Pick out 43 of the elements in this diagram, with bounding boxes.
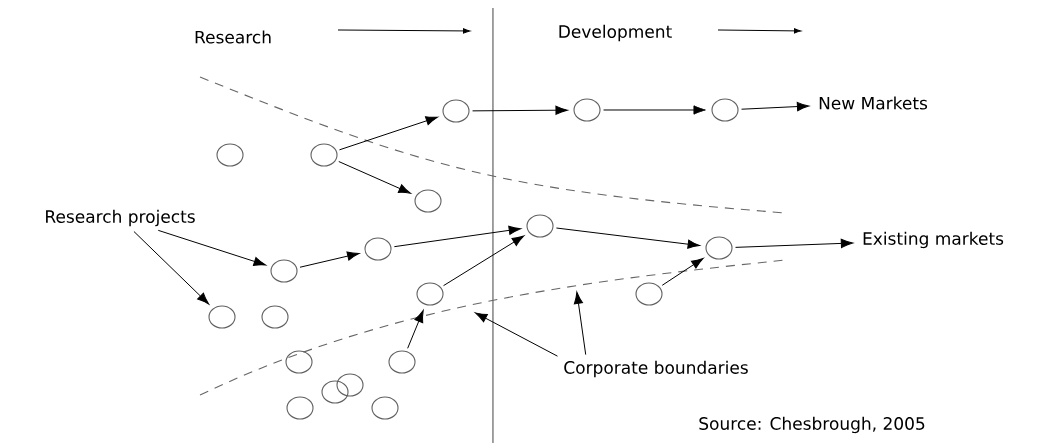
text-label: Corporate boundaries <box>564 360 748 378</box>
project-circle <box>442 99 470 123</box>
project-circle <box>321 380 349 404</box>
leader-line <box>474 312 558 357</box>
project-circle <box>336 373 364 397</box>
arrow <box>661 257 704 286</box>
stage-label: Development <box>559 24 672 42</box>
project-circle <box>416 282 444 306</box>
project-circle <box>216 143 244 167</box>
project-circle <box>261 305 289 329</box>
text-label: Existing markets <box>863 231 1004 249</box>
project-circle <box>711 98 739 122</box>
text-label: New Markets <box>819 96 928 110</box>
project-circle <box>310 143 338 167</box>
stage-label: Research <box>195 30 271 44</box>
project-circle <box>270 259 298 283</box>
arrow <box>338 116 439 151</box>
arrow <box>407 310 424 349</box>
project-circle <box>286 396 314 420</box>
project-circle <box>573 98 601 122</box>
arrow <box>741 101 810 112</box>
project-circle <box>526 214 554 238</box>
arrow <box>555 227 700 249</box>
source-note: Source: Chesbrough, 2005 <box>699 416 925 434</box>
text-label: Research projects <box>46 209 195 227</box>
project-circle <box>705 236 733 260</box>
project-circle <box>285 350 313 374</box>
arrow <box>443 235 525 287</box>
leader-line <box>573 291 587 356</box>
project-circle <box>364 237 392 261</box>
arrow <box>472 105 568 115</box>
project-circle <box>635 282 663 306</box>
arrow <box>299 251 360 268</box>
project-circle <box>414 189 442 213</box>
arrow <box>393 225 522 248</box>
arrow <box>603 105 706 115</box>
project-circle <box>388 350 416 374</box>
project-circle <box>371 396 399 420</box>
arrow <box>735 238 854 249</box>
arrow <box>133 231 210 305</box>
arrow <box>338 161 411 194</box>
arrow <box>157 229 266 266</box>
project-circle <box>208 305 236 329</box>
